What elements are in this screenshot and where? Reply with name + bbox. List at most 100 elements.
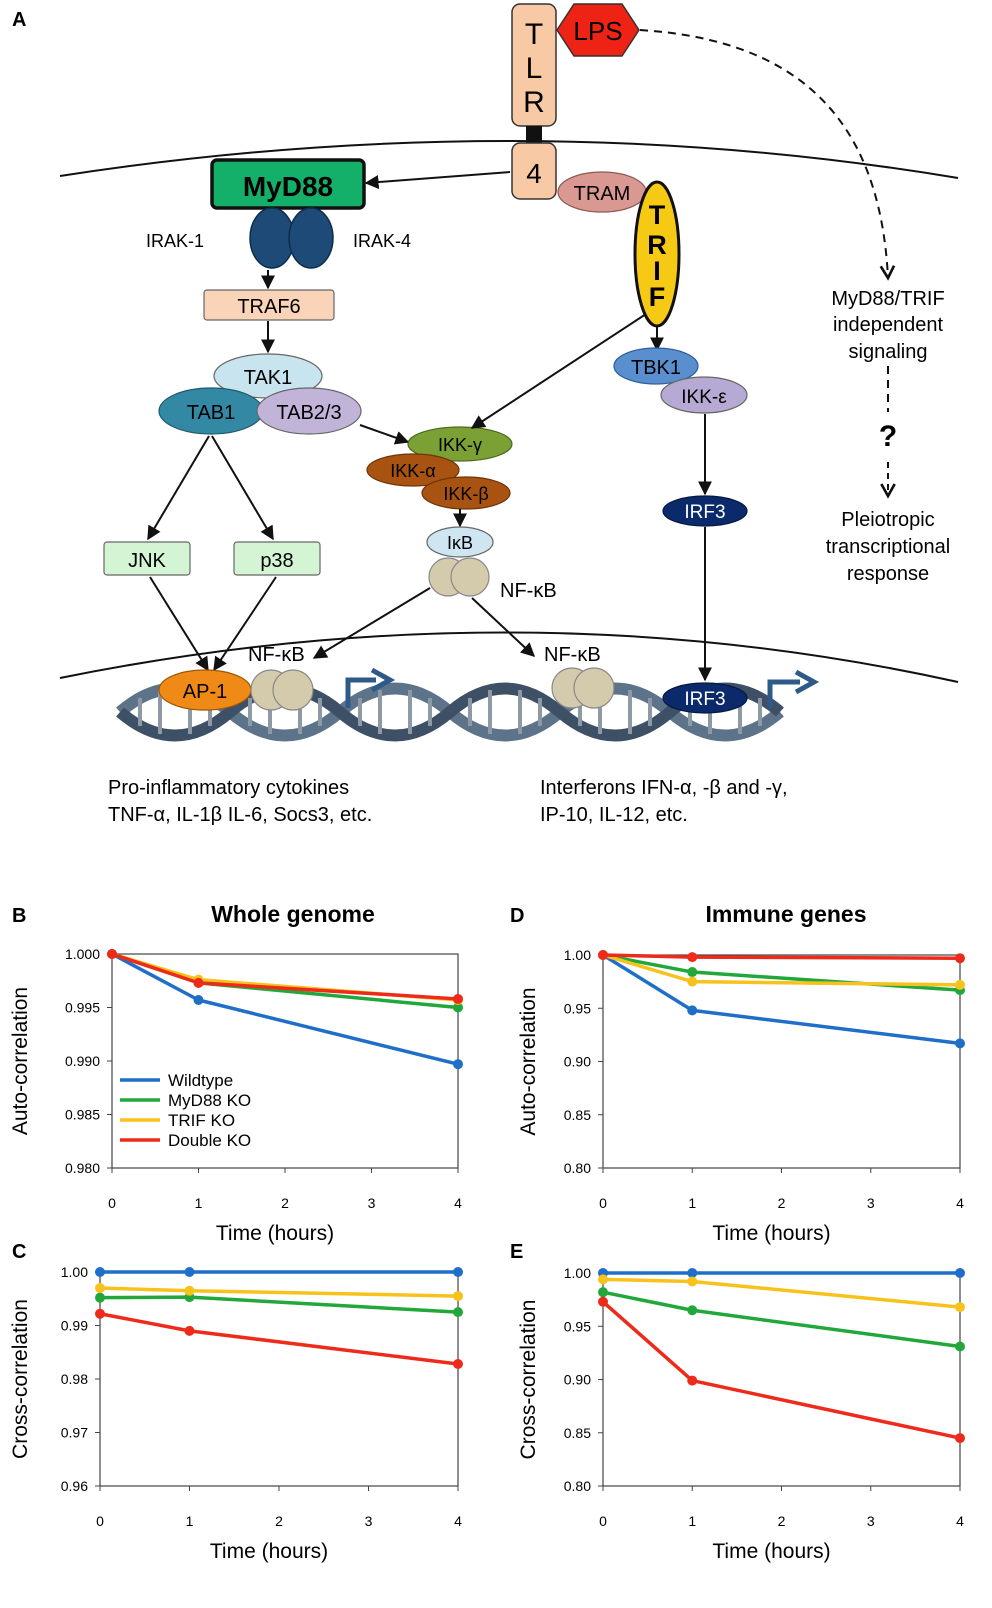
nuclear-membrane xyxy=(59,631,959,683)
irak4-ellipse xyxy=(288,207,334,269)
data-point-double-ko xyxy=(598,1296,608,1307)
ikk-beta-ellipse xyxy=(421,476,511,510)
nfkb-right-subunit-2 xyxy=(573,667,615,709)
nfkb-cyto-label: NF-κB xyxy=(500,580,557,602)
irak4-label: IRAK-4 xyxy=(353,231,411,251)
x-axis-label: Time (hours) xyxy=(210,1540,328,1563)
dna-helix xyxy=(116,682,784,742)
irf3-nucleus-ellipse xyxy=(662,682,748,714)
x-tick-label: 1 xyxy=(195,1195,203,1211)
data-point-wildtype xyxy=(687,1268,698,1278)
data-point-myd88-ko xyxy=(687,967,698,978)
y-axis-label: Auto-correlation xyxy=(9,987,32,1135)
trif-ellipse: T R I F xyxy=(633,180,681,328)
data-point-double-ko xyxy=(687,952,698,963)
x-tick-label: 4 xyxy=(454,1195,462,1211)
series-line-trif-ko xyxy=(111,952,459,1002)
irf3-cyto-label: IRF3 xyxy=(684,502,725,523)
x-tick-label: 1 xyxy=(186,1513,194,1529)
data-point-double-ko xyxy=(184,1325,195,1336)
proinflammatory-line-2: TNF-α, IL-1β IL-6, Socs3, etc. xyxy=(108,804,372,826)
y-tick-label: 1.00 xyxy=(564,1265,591,1281)
title-whole-genome: Whole genome xyxy=(211,901,375,927)
tbk1-label: TBK1 xyxy=(631,357,681,379)
y-tick-label: 1.000 xyxy=(65,946,100,962)
p38-to-ap1-arrow xyxy=(213,576,277,672)
data-point-double-ko xyxy=(453,993,463,1004)
nfkb-left-subunit-2 xyxy=(272,669,314,711)
series-line-trif-ko xyxy=(99,1286,459,1298)
x-tick-label: 4 xyxy=(956,1513,964,1529)
y-tick-label: 0.990 xyxy=(65,1053,100,1069)
ap1-label: AP-1 xyxy=(183,681,227,703)
data-point-trif-ko xyxy=(453,1291,463,1302)
nfkb-right-label: NF-κB xyxy=(544,644,601,666)
question-mark: ? xyxy=(879,420,897,453)
data-point-double-ko xyxy=(95,1308,105,1319)
series-line-myd88-ko xyxy=(99,1295,459,1314)
nfkb-left-label: NF-κB xyxy=(248,644,305,666)
y-tick-label: 0.98 xyxy=(61,1371,88,1387)
pleio-line-3: response xyxy=(847,563,929,585)
dna-base-pairs xyxy=(138,690,762,734)
x-tick-label: 1 xyxy=(688,1513,696,1529)
trif-letter-r: R xyxy=(647,230,667,260)
data-point-trif-ko xyxy=(184,1285,195,1296)
data-point-double-ko xyxy=(598,950,608,960)
data-point-trif-ko xyxy=(598,1274,608,1285)
nfkb-to-nucleus-right-arrow xyxy=(471,597,536,657)
legend: Wildtype MyD88 KO TRIF KO Double KO xyxy=(120,1071,251,1150)
y-tick-label: 0.99 xyxy=(61,1318,88,1334)
data-point-wildtype xyxy=(955,1268,965,1278)
x-tick-label: 2 xyxy=(778,1513,786,1529)
data-point-double-ko xyxy=(107,949,117,959)
tab1-to-p38-arrow xyxy=(211,435,274,541)
tbk1-ellipse xyxy=(613,347,699,385)
data-point-myd88-ko xyxy=(955,1341,965,1352)
pathway-diagram: A T L R 4 LPS MyD88/TRIF independent sig… xyxy=(12,3,959,826)
data-point-wildtype xyxy=(453,1267,463,1277)
transcription-start-right-head xyxy=(794,669,820,695)
jnk-label: JNK xyxy=(128,550,166,572)
nfkb-cyto-subunit-2 xyxy=(450,557,490,597)
irf3-nucleus-label: IRF3 xyxy=(684,689,725,710)
jnk-box: JNK xyxy=(103,541,191,576)
tlr-to-myd88-arrow xyxy=(364,171,511,190)
ikk-gamma-label: IKK-γ xyxy=(438,435,482,455)
nfkb-to-nucleus-left-arrow xyxy=(312,587,431,659)
transcription-start-left xyxy=(345,677,376,708)
trif-letter-i: I xyxy=(653,256,661,286)
tlr-letter-l: L xyxy=(526,52,543,85)
proinflammatory-line-1: Pro-inflammatory cytokines xyxy=(108,777,349,799)
x-tick-label: 2 xyxy=(778,1195,786,1211)
tab1-to-jnk-arrow xyxy=(147,435,210,541)
y-tick-label: 1.00 xyxy=(61,1264,88,1280)
y-tick-label: 0.95 xyxy=(564,1000,591,1016)
plasma-membrane xyxy=(59,140,959,179)
panel-letter-a: A xyxy=(12,9,26,31)
data-point-myd88-ko xyxy=(598,1287,608,1298)
x-axis-label: Time (hours) xyxy=(216,1222,334,1245)
independent-line-1: MyD88/TRIF xyxy=(831,288,944,310)
tram-label: TRAM xyxy=(574,183,631,205)
y-tick-label: 0.90 xyxy=(564,1372,591,1388)
p38-box: p38 xyxy=(233,541,321,576)
ikk-alpha-label: IKK-α xyxy=(390,461,435,481)
dashed-independent-arrow xyxy=(639,29,888,278)
trif-letter-f: F xyxy=(649,282,666,312)
independent-line-2: independent xyxy=(833,314,944,336)
data-point-double-ko xyxy=(193,977,204,988)
y-tick-label: 0.97 xyxy=(61,1425,88,1441)
data-point-wildtype xyxy=(453,1059,463,1070)
y-axis-label: Cross-correlation xyxy=(517,1300,540,1460)
lps-label: LPS xyxy=(573,16,622,46)
irak1-ellipse xyxy=(249,207,295,269)
lps-hexagon: LPS xyxy=(556,3,640,57)
tab23-label: TAB2/3 xyxy=(276,402,341,424)
p38-label: p38 xyxy=(260,550,293,572)
trif-letter-t: T xyxy=(649,200,666,230)
transcription-start-right xyxy=(767,679,800,708)
